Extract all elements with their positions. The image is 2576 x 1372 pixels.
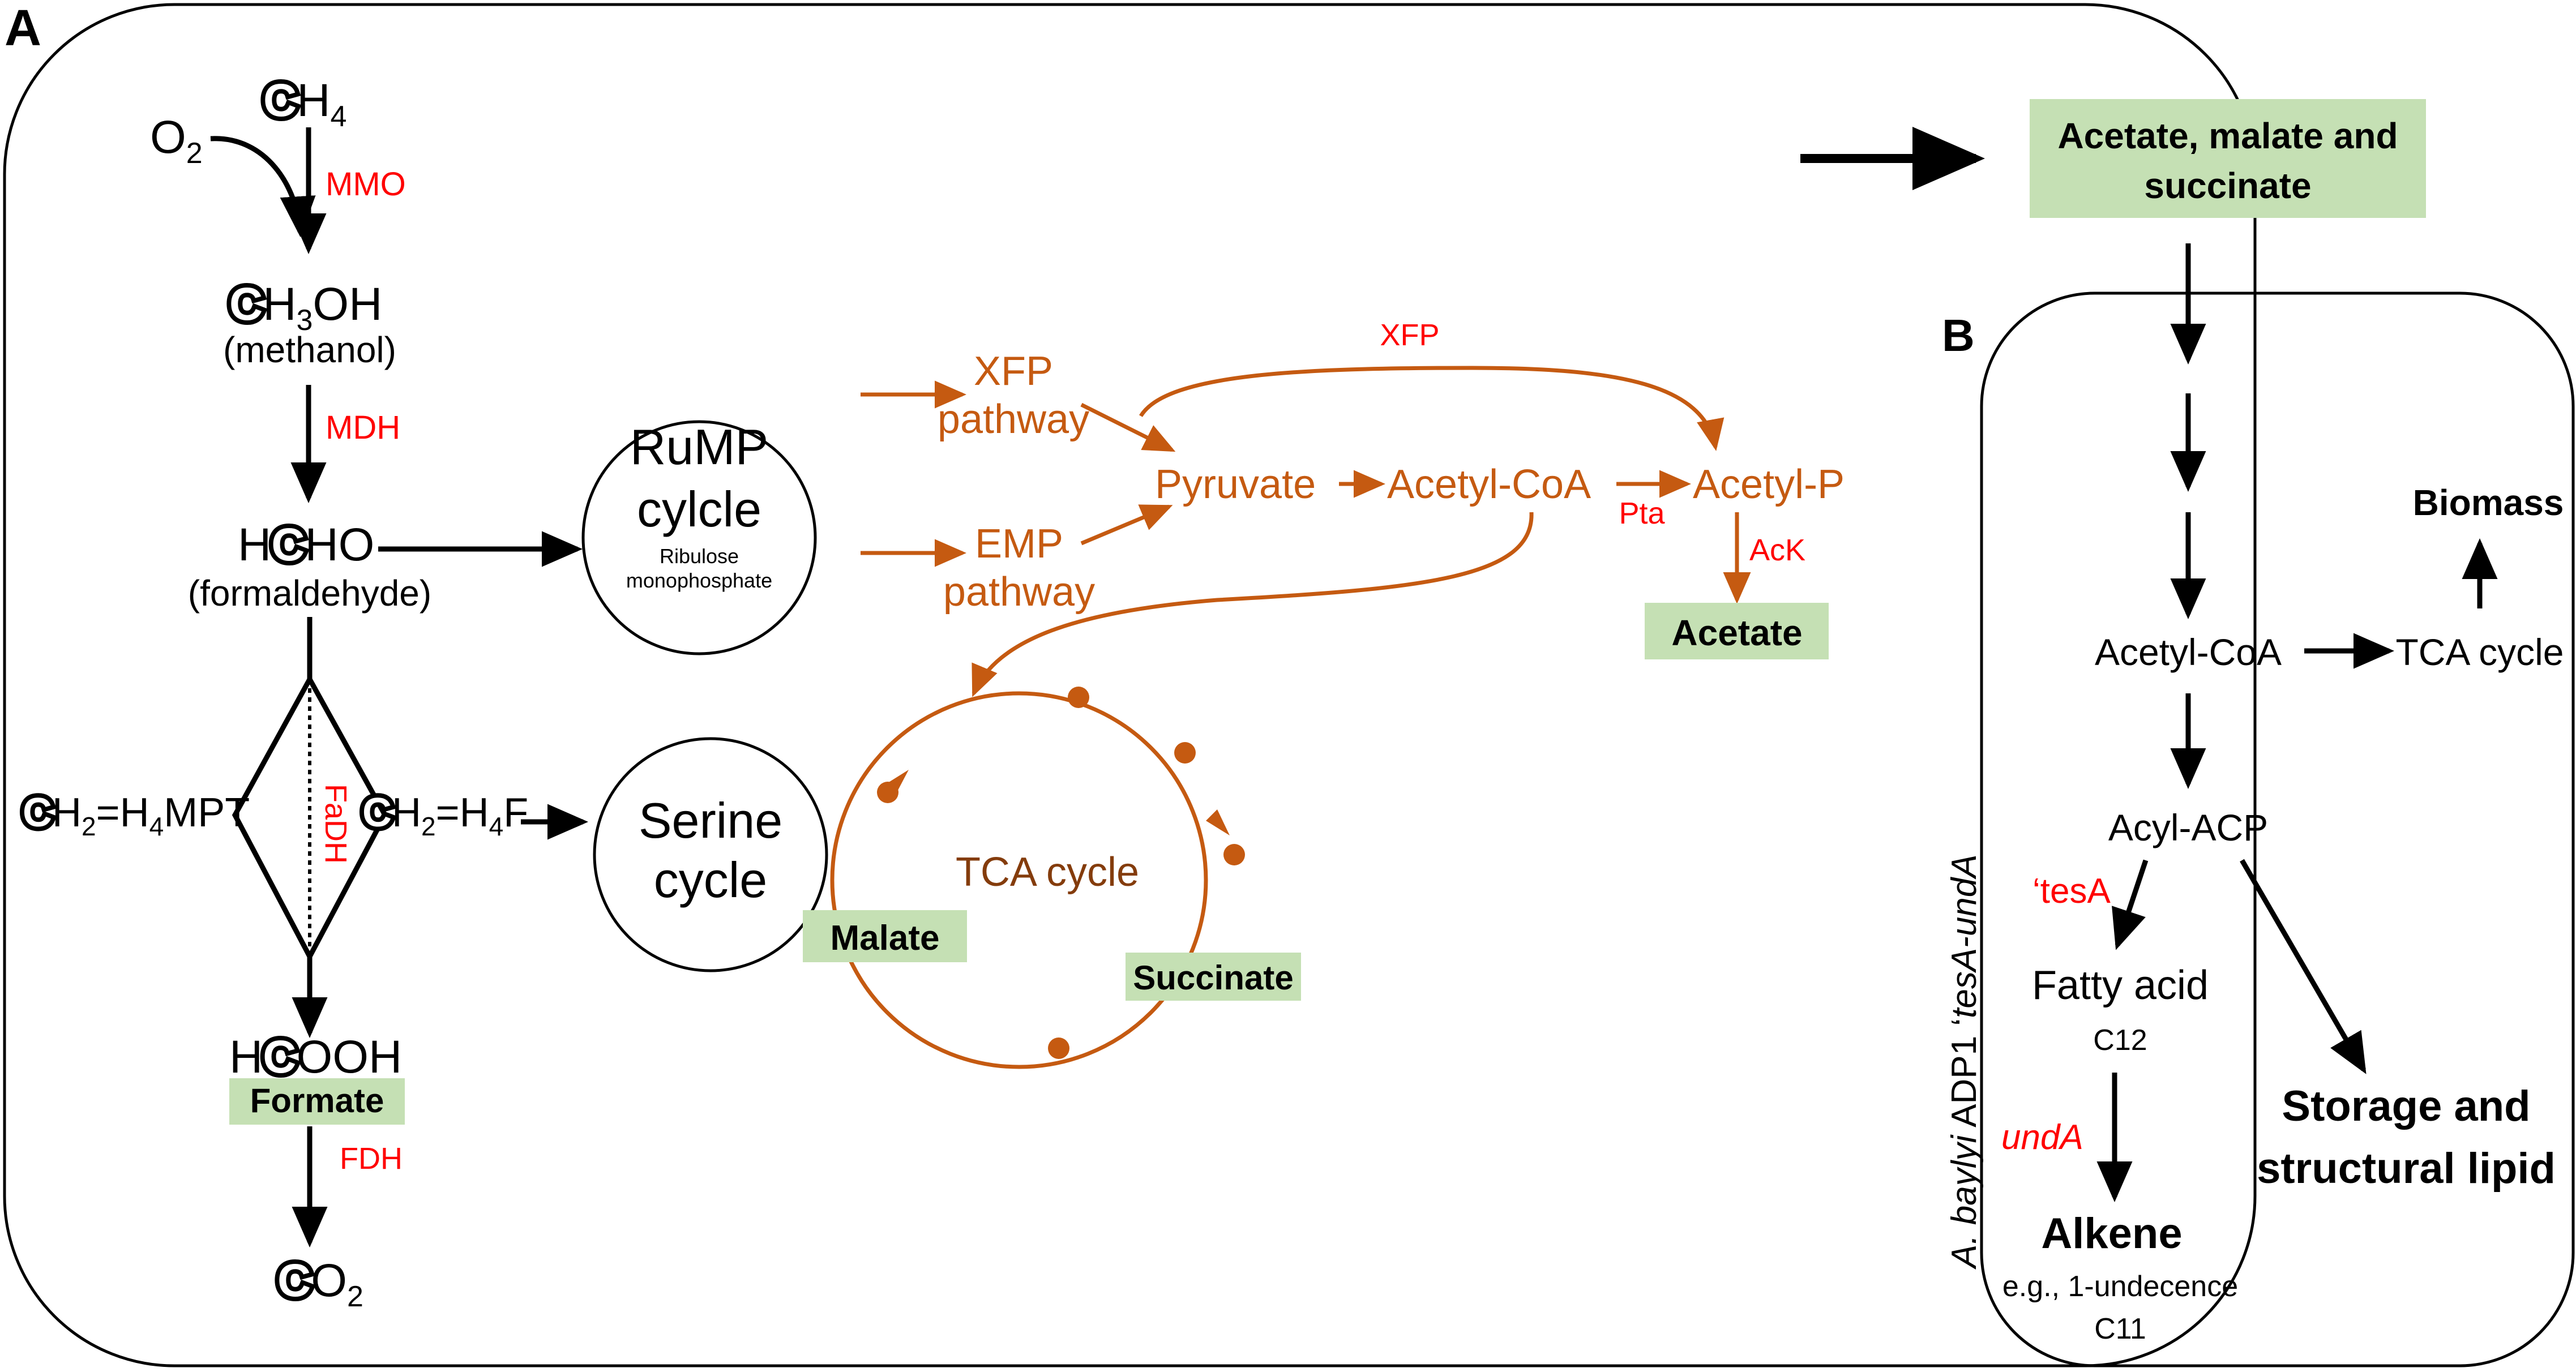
formaldehyde-label: (formaldehyde): [188, 573, 431, 614]
b-tesa-enzyme: ‘tesA: [2032, 872, 2111, 911]
pyruvate-node: Pyruvate: [1155, 462, 1316, 507]
fadh-enzyme: FaDH: [319, 784, 353, 864]
hcho-label: HCHO: [238, 519, 374, 571]
serine-cycle-circle: [593, 737, 828, 972]
pta-enzyme: Pta: [1619, 496, 1665, 530]
panel-b-label: B: [1942, 310, 1975, 361]
succinate-label: Succinate: [1133, 959, 1293, 997]
succinate-highlight: [1126, 953, 1301, 1001]
export-label-2: succinate: [2144, 165, 2311, 206]
acetyl-coa-node: Acetyl-CoA: [1387, 462, 1591, 507]
hcooh-label: HCOOH: [229, 1031, 402, 1083]
xfp-enzyme: XFP: [1380, 318, 1439, 352]
h4f-label: CH2=H4F: [362, 790, 528, 841]
acetylcoa-to-tca-arrow: [972, 512, 1534, 697]
rump-title-2: cylcle: [637, 481, 761, 537]
b-fatty-acid: Fatty acid: [2032, 963, 2209, 1008]
b-storage-lipid-2: structural lipid: [2257, 1144, 2556, 1193]
tca-node-bottom: [1048, 1037, 1069, 1059]
malate-label: Malate: [831, 919, 940, 958]
emp-pathway-label: EMP: [975, 521, 1063, 567]
b-c12: C12: [2093, 1024, 2147, 1057]
b-storage-lipid: Storage and: [2282, 1082, 2530, 1130]
b-strain-label: A. baylyi ADP1 ‘tesA-undA: [1945, 854, 1984, 1270]
panel-a-label: A: [5, 0, 41, 57]
tca-arrowhead-right: [1206, 809, 1230, 835]
o2-label: O2: [150, 112, 203, 170]
malate-highlight: [803, 910, 967, 962]
b-acetyl-coa: Acetyl-CoA: [2095, 631, 2282, 673]
b-tesa-arrow: [2112, 859, 2149, 950]
h4mpt-label: CH2=H4MPT: [23, 790, 250, 841]
formate-label: Formate: [250, 1082, 384, 1120]
rump-subtitle-2: monophosphate: [626, 569, 772, 592]
rump-title: RuMP: [630, 419, 769, 475]
emp-pathway-label-2: pathway: [943, 569, 1095, 615]
mmo-enzyme: MMO: [326, 166, 406, 203]
panel-b-frame: [1980, 291, 2575, 1367]
b-c11: C11: [2094, 1313, 2146, 1345]
formate-highlight: [229, 1078, 405, 1125]
ack-enzyme: AcK: [1749, 533, 1805, 567]
o2-curve-arrow: [210, 136, 316, 237]
acetate-label: Acetate: [1671, 612, 1802, 653]
ch4-label: CH4: [263, 75, 346, 133]
xfp-pathway-label: XFP: [974, 349, 1053, 394]
acetate-highlight: [1645, 603, 1829, 659]
b-biomass: Biomass: [2413, 482, 2564, 523]
tca-arrowhead-top-left: [886, 770, 909, 791]
tca-node-top: [1068, 687, 1089, 708]
rump-subtitle-1: Ribulose: [660, 544, 739, 568]
serine-title: Serine: [639, 792, 782, 848]
xfp-pathway-label-2: pathway: [938, 397, 1089, 442]
mdh-enzyme: MDH: [326, 409, 400, 446]
xfp-to-pyruvate-arrow: [1080, 402, 1176, 452]
b-storage-arrow: [2240, 859, 2367, 1074]
serine-title-2: cycle: [654, 852, 768, 908]
xfp-bypass-arrow: [1139, 366, 1725, 451]
b-alkene: Alkene: [2041, 1210, 2182, 1258]
panel-a-frame: [3, 3, 2257, 1367]
export-label: Acetate, malate and: [2057, 115, 2398, 156]
tca-node-right: [1223, 844, 1245, 865]
co2-label: CO2: [277, 1255, 363, 1313]
b-tca-cycle: TCA cycle: [2395, 631, 2564, 673]
rump-cycle-circle: [581, 420, 817, 655]
b-unda-enzyme: undA: [2001, 1118, 2083, 1157]
tca-node-upper-right: [1174, 742, 1196, 764]
fdh-enzyme: FDH: [340, 1142, 403, 1176]
ch3oh-label: CH3OH: [229, 278, 382, 337]
acetyl-p-node: Acetyl-P: [1693, 462, 1845, 507]
tca-cycle-ring: [830, 691, 1208, 1069]
b-acyl-acp: Acyl-ACP: [2108, 807, 2268, 848]
b-example: e.g., 1-undecence: [2002, 1270, 2238, 1303]
emp-to-pyruvate-arrow: [1080, 504, 1173, 546]
export-highlight: [2030, 99, 2426, 218]
methanol-label: (methanol): [223, 329, 396, 370]
tca-cycle-label: TCA cycle: [956, 850, 1139, 895]
